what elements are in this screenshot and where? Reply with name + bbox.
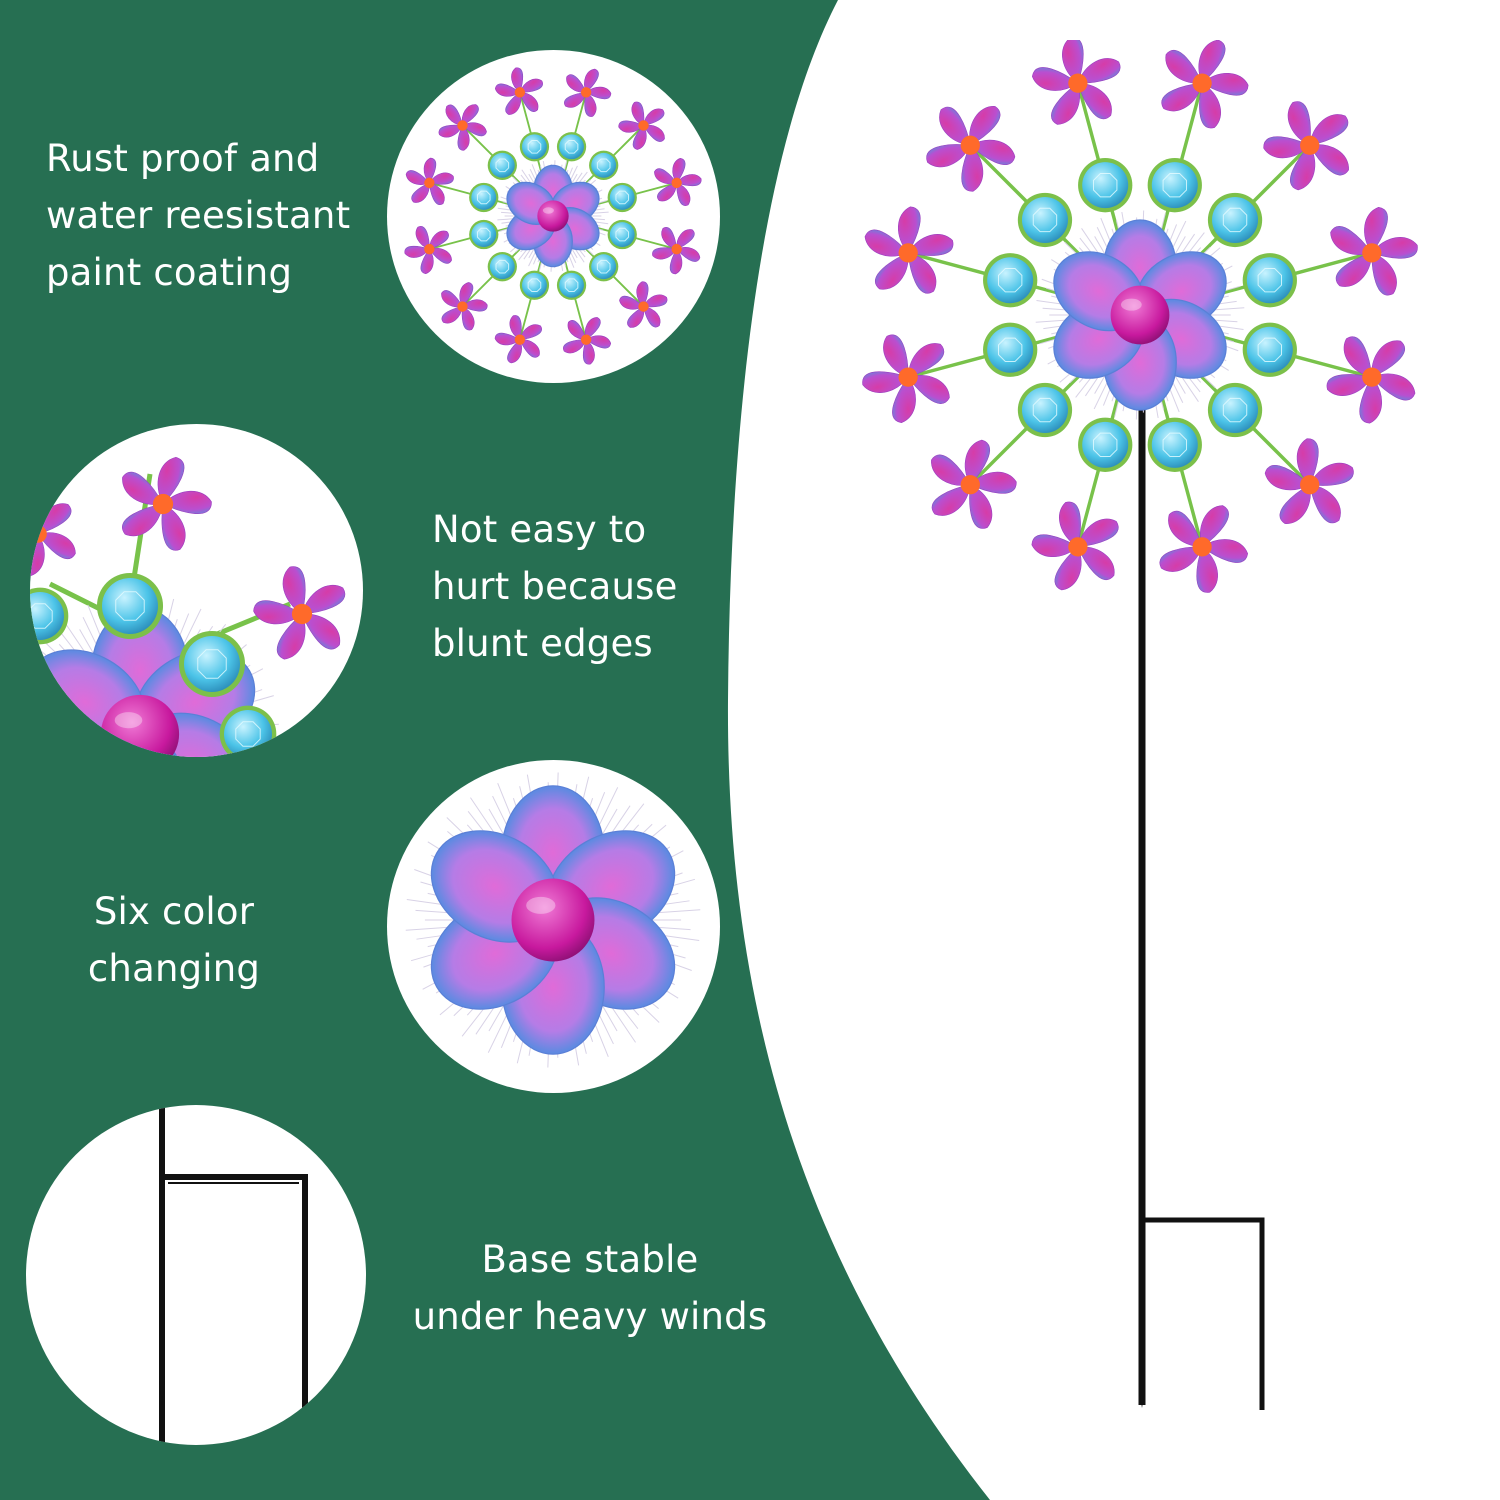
gem: [471, 185, 497, 210]
spinner-head: [862, 40, 1418, 593]
feature-line: under heavy winds: [412, 1295, 768, 1338]
gem: [591, 152, 617, 178]
center-flower: [497, 160, 609, 272]
stake-leg: [162, 1174, 308, 1410]
pinwheel-flower: [654, 157, 702, 206]
gem: [591, 254, 617, 280]
pinwheel-flower: [931, 439, 1017, 529]
feature-line: changing: [87, 947, 261, 990]
gem: [224, 710, 272, 757]
gem: [1246, 257, 1293, 304]
wind-spinner-stake-icon: [862, 40, 1418, 1410]
gem: [522, 272, 547, 298]
gem: [489, 152, 515, 178]
stake-tip: [159, 1375, 165, 1405]
feature-line: blunt edges: [432, 622, 653, 665]
pinwheel-flower: [494, 315, 542, 364]
gem: [1246, 326, 1293, 373]
pinwheel-flower: [618, 101, 665, 150]
pinwheel-flower: [1161, 40, 1249, 129]
center-flower-icon: [405, 772, 701, 1068]
feature-line: Six color: [93, 890, 255, 933]
pinwheel-flower: [1326, 336, 1416, 424]
pinwheel-flower: [494, 67, 543, 115]
pinwheel-flower: [564, 68, 612, 117]
gem: [1212, 196, 1259, 243]
gem: [184, 636, 240, 692]
pinwheel-flower: [652, 227, 701, 275]
gem: [1082, 421, 1129, 468]
feature-color-changing: Six color changing: [60, 883, 288, 997]
center-flower: [1035, 210, 1245, 420]
feature-line: hurt because: [432, 565, 678, 608]
feature-line: Base stable: [481, 1238, 699, 1281]
gem: [1021, 196, 1068, 243]
feature-rust-proof: Rust proof and water reesistant paint co…: [46, 130, 350, 301]
detail-circle-stake-base: [26, 1105, 366, 1445]
gem: [987, 326, 1034, 373]
detail-circle-full-spinner: [387, 50, 720, 383]
pinwheel-flower: [926, 106, 1016, 192]
gem: [1082, 162, 1129, 209]
pinwheel-flower: [405, 157, 454, 205]
pinwheel-flower: [563, 317, 612, 365]
gem: [987, 257, 1034, 304]
feature-stable-base: Base stable under heavy winds: [400, 1231, 780, 1345]
pinwheel-flower: [1264, 438, 1354, 524]
pinwheel-flower: [1031, 501, 1119, 591]
pinwheel-flower: [1330, 206, 1418, 296]
pinwheel-flower: [404, 226, 452, 275]
pinwheel-flower: [1031, 40, 1121, 125]
gem: [1151, 162, 1198, 209]
pinwheel-flower: [619, 281, 668, 328]
gem: [1212, 387, 1259, 434]
gem: [471, 222, 497, 247]
detail-circle-center-flower: [387, 760, 720, 1093]
spinner-head: [404, 67, 702, 365]
gem: [609, 185, 635, 210]
feature-line: paint coating: [46, 251, 293, 294]
gem: [489, 254, 515, 280]
pinwheel-flower: [864, 206, 954, 294]
feature-blunt-edges: Not easy to hurt because blunt edges: [432, 501, 678, 672]
full-spinner-icon: [404, 67, 702, 365]
gem: [102, 578, 158, 634]
gem: [522, 134, 547, 160]
gem: [609, 222, 635, 247]
stake-base-icon: [159, 1105, 308, 1445]
stake-leg: [1142, 1217, 1265, 1410]
pinwheel-flower: [862, 334, 950, 424]
stake-tip: [302, 1385, 308, 1410]
blunt-edge-detail-icon: [30, 456, 346, 757]
gem: [1021, 387, 1068, 434]
pinwheel-flower: [30, 494, 76, 576]
gem: [559, 134, 584, 160]
gem: [1151, 421, 1198, 468]
pinwheel-flower: [438, 104, 487, 151]
feature-line: Not easy to: [432, 508, 647, 551]
feature-line: Rust proof and: [46, 137, 320, 180]
feature-line: water reesistant: [46, 194, 351, 237]
pinwheel-flower: [1159, 505, 1249, 593]
center-flower: [405, 772, 701, 1068]
pinwheel-flower: [122, 456, 212, 551]
pinwheel-flower: [1263, 101, 1349, 191]
closeup-group: [30, 456, 346, 757]
gem: [559, 272, 584, 298]
detail-circle-edges: [30, 424, 363, 757]
pinwheel-flower: [441, 282, 488, 331]
pinwheel-flower: [253, 566, 346, 660]
